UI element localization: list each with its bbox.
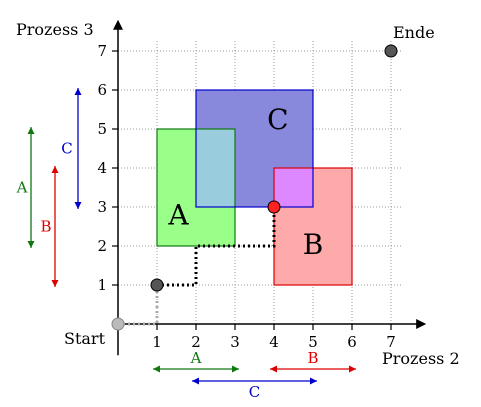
x-interval-b (270, 365, 356, 373)
y-tick-label: 7 (97, 42, 107, 60)
overlap-a-c (196, 129, 235, 207)
end-point (384, 44, 398, 58)
overlap-b-c (274, 168, 313, 207)
y-tick-label: 5 (97, 120, 107, 138)
x-tick-label: 6 (347, 333, 357, 351)
x-interval-label-b: B (307, 349, 318, 367)
y-interval-label-c: C (61, 140, 72, 158)
execution-path-line (157, 207, 276, 287)
start-point (111, 317, 125, 331)
axis-ticks: 1 2 3 4 5 6 7 1 2 3 4 5 6 7 (97, 42, 395, 351)
axes (113, 19, 427, 356)
y-interval-label-a: A (16, 179, 28, 197)
region-label-c: C (267, 103, 288, 136)
y-tick-label: 1 (97, 276, 107, 294)
x-interval-a (153, 365, 239, 373)
start-label: Start (64, 329, 106, 348)
x-tick-label: 7 (386, 333, 396, 351)
x-tick-label: 3 (230, 333, 240, 351)
region-label-b: B (303, 228, 324, 261)
x-interval-c (192, 377, 317, 385)
resource-regions: A B C (156, 89, 353, 286)
end-label: Ende (393, 23, 435, 42)
x-tick-label: 2 (191, 333, 201, 351)
x-tick-label: 1 (152, 333, 162, 351)
y-tick-label: 2 (97, 237, 107, 255)
execution-path (111, 44, 398, 331)
y-interval-c (74, 88, 82, 209)
y-axis-label: Prozess 3 (16, 20, 94, 39)
interval-arrows: A B C A B C (16, 88, 356, 401)
y-tick-label: 3 (97, 198, 107, 216)
y-tick-label: 6 (97, 81, 107, 99)
y-interval-label-b: B (40, 218, 51, 236)
region-label-a: A (167, 199, 189, 232)
y-interval-a (27, 127, 35, 248)
x-interval-label-a: A (190, 349, 202, 367)
x-axis-label: Prozess 2 (382, 349, 460, 368)
x-interval-label-c: C (249, 383, 260, 401)
x-tick-label: 5 (308, 333, 318, 351)
start-path-segment (118, 285, 159, 326)
region-border-c (195, 89, 314, 208)
blocked-point (267, 200, 281, 214)
y-tick-label: 4 (97, 159, 107, 177)
y-interval-b (51, 166, 59, 287)
path-point (150, 278, 164, 292)
x-tick-label: 4 (269, 333, 279, 351)
grid-lines (118, 39, 403, 324)
